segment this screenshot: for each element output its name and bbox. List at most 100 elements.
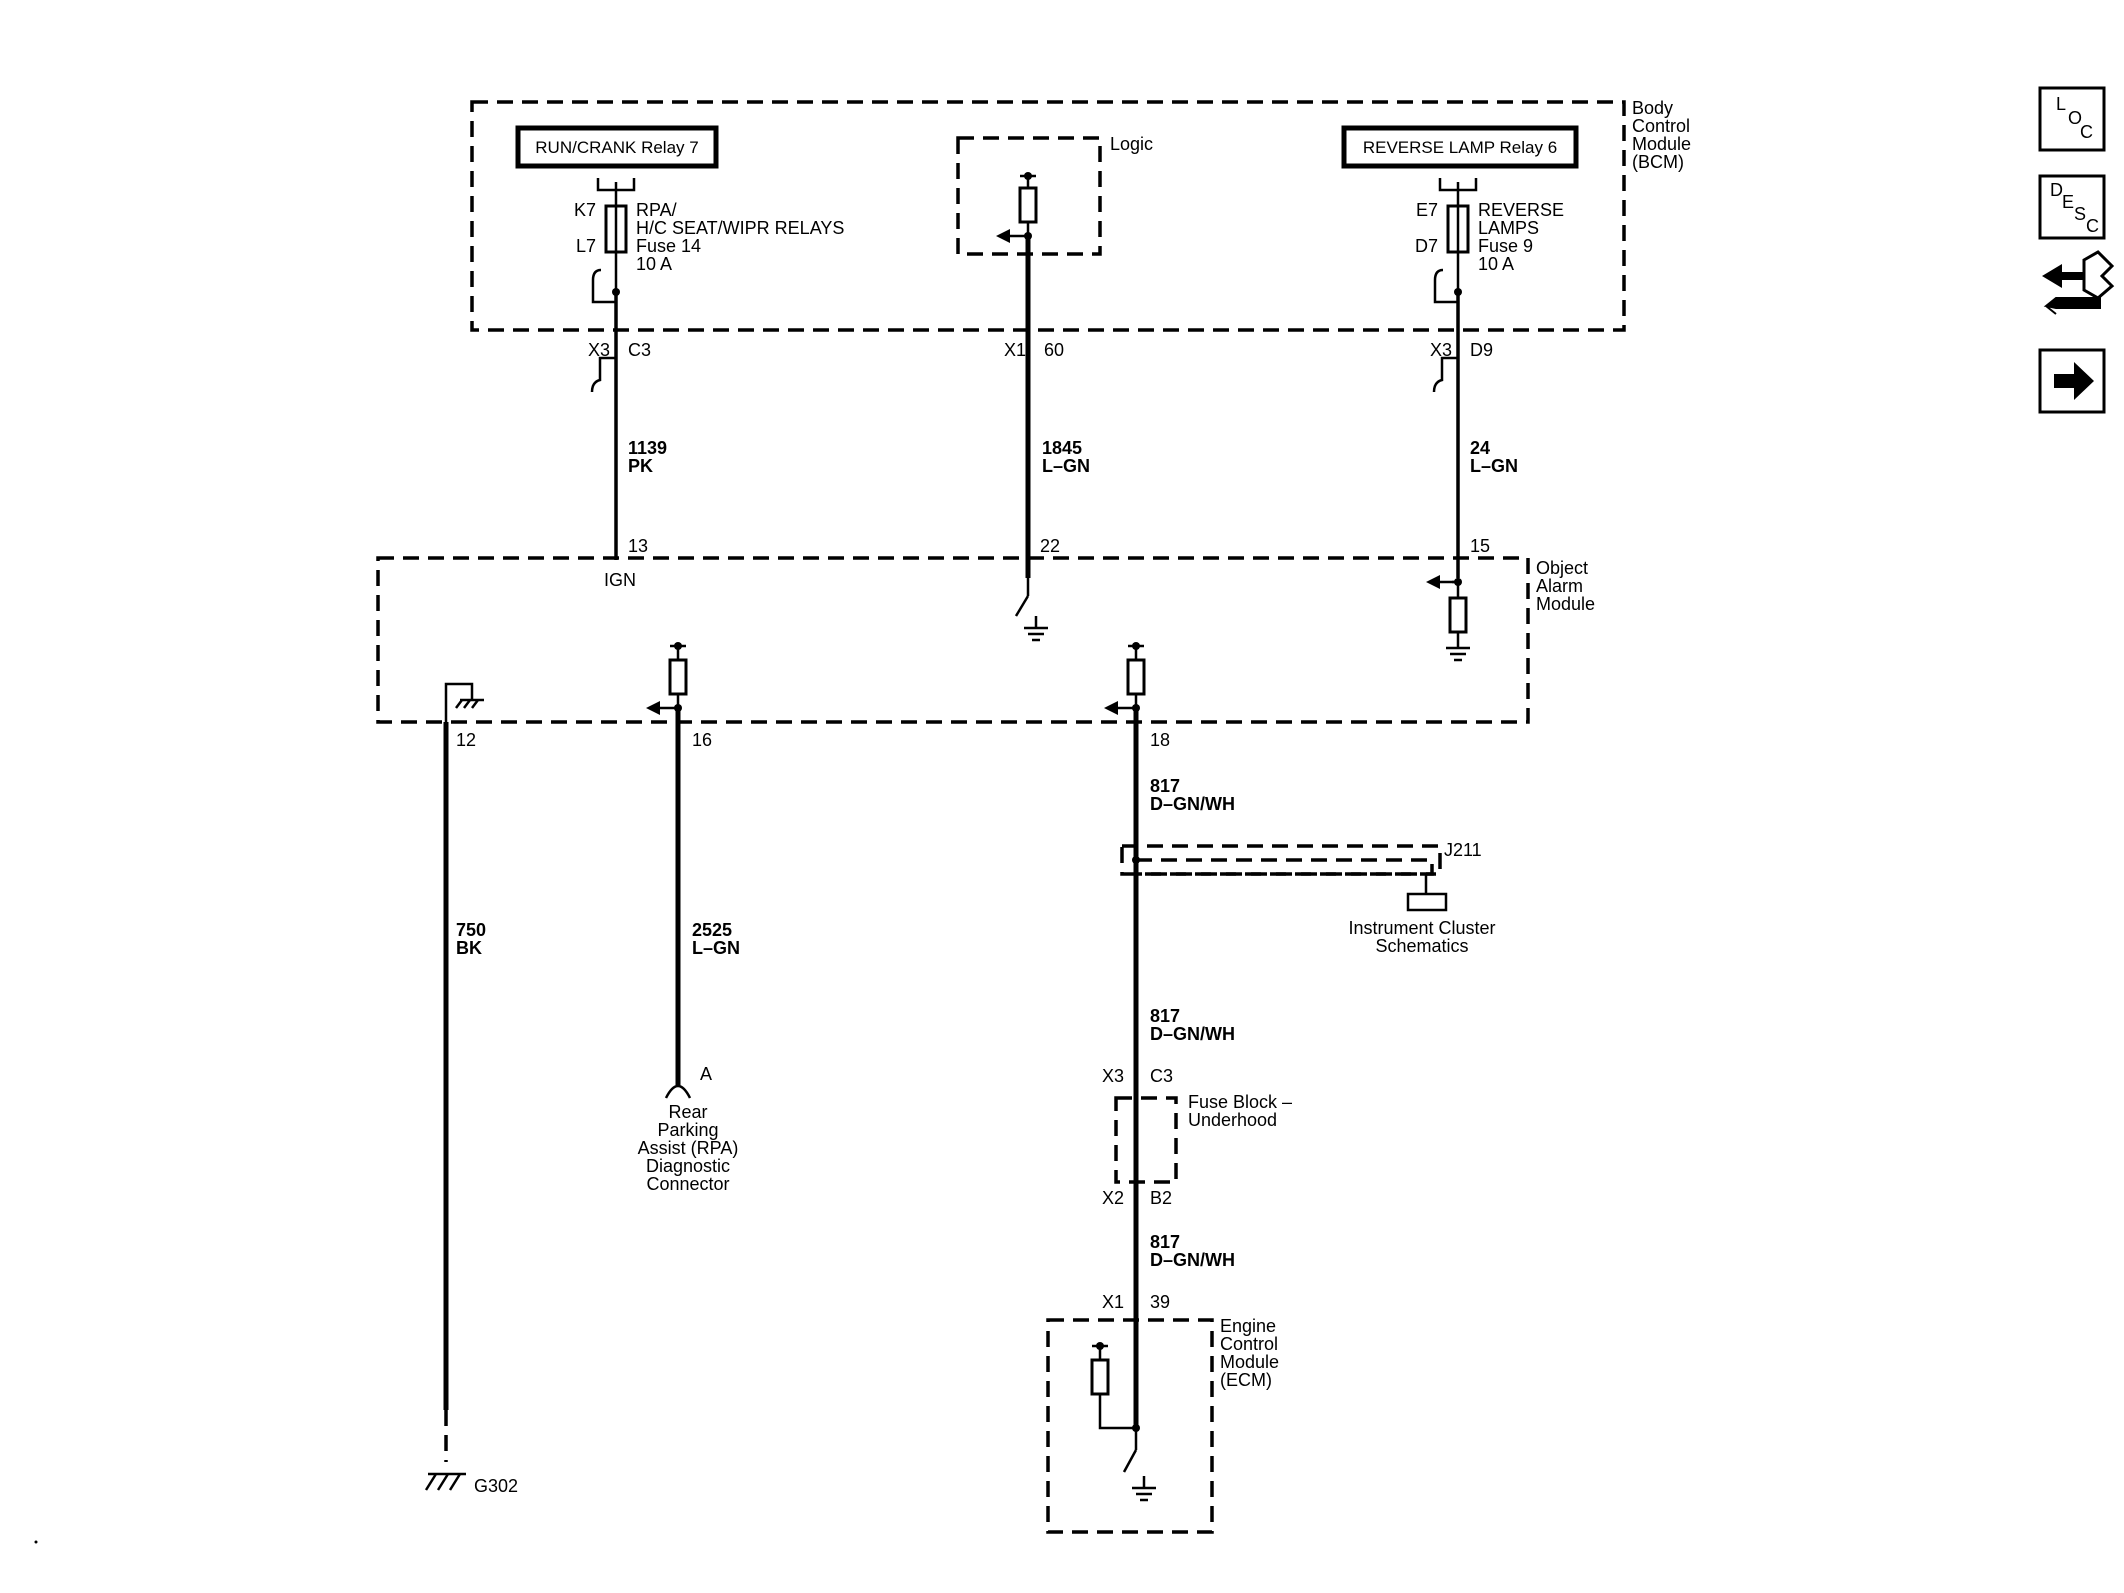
bcm-name-line-4: (BCM) <box>1632 152 1684 172</box>
rpa-connector-line-1: Rear <box>668 1102 707 1122</box>
ecm-name-line-3: Module <box>1220 1352 1279 1372</box>
wire-24-color: L–GN <box>1470 456 1518 476</box>
wire-817c-color: D–GN/WH <box>1150 1250 1235 1270</box>
nav-connector-tool-icon[interactable] <box>2042 250 2115 315</box>
fuse-14: K7 L7 RPA/ H/C SEAT/WIPR RELAYS Fuse 14 … <box>574 178 844 296</box>
fuse14-line-3: Fuse 14 <box>636 236 701 256</box>
bcm-left-connector-pin: C3 <box>628 340 651 360</box>
bcm-connector-right: X3 D9 <box>1430 340 1493 393</box>
wire-1845-circuit: 1845 <box>1042 438 1082 458</box>
bcm-left-inline-hook <box>590 356 616 393</box>
ecm-name-line-2: Control <box>1220 1334 1278 1354</box>
rpa-connector-line-2: Parking <box>657 1120 718 1140</box>
oam-ground-12 <box>444 682 484 722</box>
oam-pin-12: 12 <box>456 730 476 750</box>
rpa-connector-pin: A <box>700 1064 712 1084</box>
bcm-hook-left <box>591 268 616 304</box>
oam-pin-13: 13 <box>628 536 648 556</box>
oam-switch-ground-22 <box>1014 578 1048 642</box>
fuse14-line-1: RPA/ <box>636 200 677 220</box>
bcm-middle-connector-id: X1 <box>1004 340 1026 360</box>
fuse9-line-4: 10 A <box>1478 254 1514 274</box>
fuse9-pin-top: E7 <box>1416 200 1438 220</box>
ecm-name-line-1: Engine <box>1220 1316 1276 1336</box>
nav-loc-letter-3: C <box>2080 122 2093 142</box>
oam-pin-22: 22 <box>1040 536 1060 556</box>
stray-mark <box>34 1540 38 1544</box>
nav-next-arrow-icon[interactable] <box>2038 348 2106 414</box>
fuse9-line-1: REVERSE <box>1478 200 1564 220</box>
nav-desc-icon[interactable]: D E S C <box>2038 174 2106 240</box>
instrument-cluster-ref-line-1[interactable]: Instrument Cluster <box>1348 918 1495 938</box>
ecm-name-line-4: (ECM) <box>1220 1370 1272 1390</box>
object-alarm-module: Object Alarm Module 13 IGN 22 15 12 16 1… <box>376 536 1595 750</box>
oam-boundary <box>376 556 1530 724</box>
nav-loc-icon[interactable]: L O C <box>2038 86 2106 152</box>
oam-pin-15: 15 <box>1470 536 1490 556</box>
bcm-name-line-2: Control <box>1632 116 1690 136</box>
wire-1139-color: PK <box>628 456 653 476</box>
oam-pin-18: 18 <box>1150 730 1170 750</box>
bcm-name-line-1: Body <box>1632 98 1673 118</box>
oam-pullup-16 <box>646 642 688 715</box>
fuse9-line-3: Fuse 9 <box>1478 236 1533 256</box>
fuse14-line-2: H/C SEAT/WIPR RELAYS <box>636 218 844 238</box>
oam-input-15 <box>1426 575 1470 662</box>
fuse14-pin-bottom: L7 <box>576 236 596 256</box>
logic-circuit: Logic <box>956 134 1153 256</box>
fuse14-line-4: 10 A <box>636 254 672 274</box>
oam-ign-label: IGN <box>604 570 636 590</box>
reverse-lamp-relay-label: REVERSE LAMP Relay 6 <box>1363 138 1557 157</box>
fuse-block-boundary <box>1114 1096 1178 1184</box>
bcm-name-line-3: Module <box>1632 134 1691 154</box>
ecm-connector-pin: 39 <box>1150 1292 1170 1312</box>
wire-817c-circuit: 817 <box>1150 1232 1180 1252</box>
bcm-right-connector-id: X3 <box>1430 340 1452 360</box>
bcm-connector-left: X3 C3 <box>588 340 651 393</box>
ecm-boundary <box>1046 1318 1214 1534</box>
run-crank-relay: RUN/CRANK Relay 7 <box>515 125 719 169</box>
fuse-9: E7 D7 REVERSE LAMPS Fuse 9 10 A <box>1415 178 1564 296</box>
nav-desc-letter-1: D <box>2050 180 2063 200</box>
logic-label: Logic <box>1110 134 1153 154</box>
rpa-connector-line-5: Connector <box>646 1174 729 1194</box>
ground-g302: G302 <box>424 1472 518 1496</box>
bcm-left-connector-id: X3 <box>588 340 610 360</box>
bcm-hook-right <box>1433 268 1458 304</box>
fuse-block-name-line-2: Underhood <box>1188 1110 1277 1130</box>
nav-loc-letter-1: L <box>2056 94 2066 114</box>
fuse-block-name-line-1: Fuse Block – <box>1188 1092 1292 1112</box>
oam-pin-16: 16 <box>692 730 712 750</box>
bcm-boundary <box>470 100 1626 332</box>
bcm-middle-connector-pin: 60 <box>1044 340 1064 360</box>
wire-817b-color: D–GN/WH <box>1150 1024 1235 1044</box>
fuse-block-top-connector: X3 <box>1102 1066 1124 1086</box>
bcm-right-connector-pin: D9 <box>1470 340 1493 360</box>
nav-desc-letter-4: C <box>2086 216 2099 236</box>
fuse-block-bottom-pin: B2 <box>1150 1188 1172 1208</box>
ground-g302-label: G302 <box>474 1476 518 1496</box>
splice-j211-label: J211 <box>1444 840 1482 860</box>
nav-desc-letter-3: S <box>2074 204 2086 224</box>
rpa-connector-line-3: Assist (RPA) <box>638 1138 739 1158</box>
oam-pullup-18 <box>1104 642 1146 715</box>
run-crank-relay-label: RUN/CRANK Relay 7 <box>535 138 698 157</box>
wire-2525-circuit: 2525 <box>692 920 732 940</box>
bcm-right-inline-hook <box>1432 356 1458 393</box>
fuse-block-underhood: X3 C3 X2 B2 Fuse Block – Underhood <box>1102 1066 1292 1208</box>
wire-1139-circuit: 1139 <box>628 438 667 458</box>
fuse14-pin-top: K7 <box>574 200 596 220</box>
wire-2525-color: L–GN <box>692 938 740 958</box>
wire-24-circuit: 24 <box>1470 438 1490 458</box>
wire-817a-color: D–GN/WH <box>1150 794 1235 814</box>
oam-name-line-3: Module <box>1536 594 1595 614</box>
fuse9-pin-bottom: D7 <box>1415 236 1438 256</box>
instrument-cluster-ref-line-2[interactable]: Schematics <box>1375 936 1468 956</box>
fuse-block-top-pin: C3 <box>1150 1066 1173 1086</box>
wire-750-circuit: 750 <box>456 920 486 940</box>
wire-817b-circuit: 817 <box>1150 1006 1180 1026</box>
nav-desc-letter-2: E <box>2062 192 2074 212</box>
ecm-connector-id: X1 <box>1102 1292 1124 1312</box>
rpa-connector-line-4: Diagnostic <box>646 1156 730 1176</box>
